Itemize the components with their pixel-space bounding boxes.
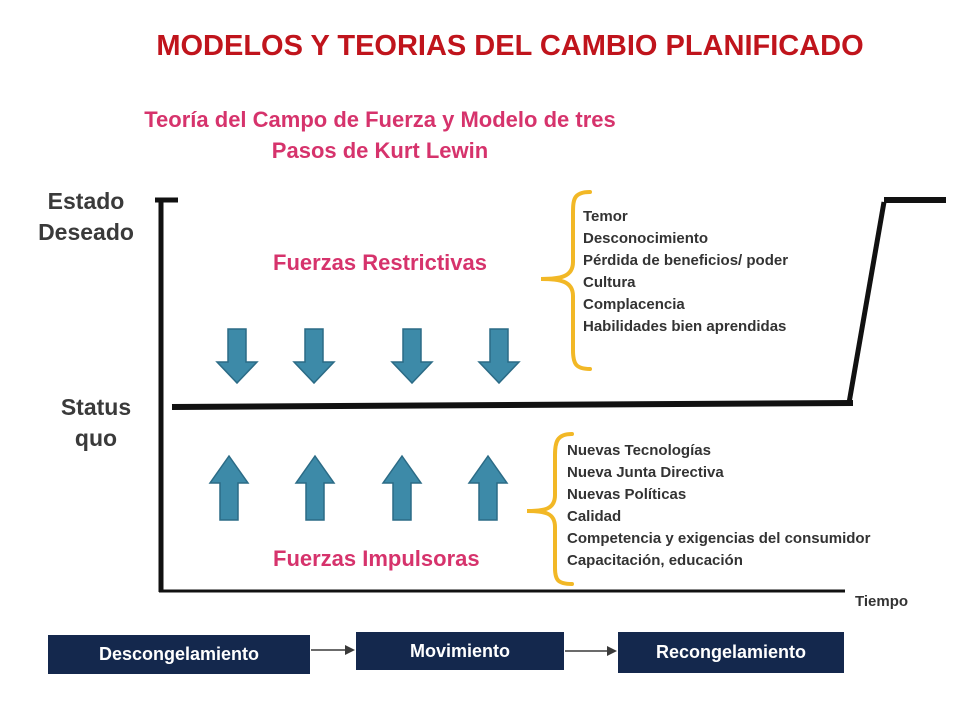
driving-factors-list: Nuevas Tecnologías Nueva Junta Directiva… [567,440,870,572]
list-item: Cultura [583,274,636,291]
subtitle-line-2: Pasos de Kurt Lewin [271,138,489,163]
restraining-arrow-3 [390,328,434,385]
connector-2-arrowhead [607,646,617,656]
restraining-factors-list: Temor Desconocimiento Pérdida de benefic… [583,206,788,338]
restraining-brace [540,190,592,371]
subtitle: Teoría del Campo de Fuerza y Modelo de t… [60,104,700,166]
driving-arrow-1 [208,454,250,521]
connector-1-arrowhead [345,645,355,655]
list-item: Calidad [567,508,622,525]
list-item: Complacencia [583,296,685,313]
page-title: MODELOS Y TEORIAS DEL CAMBIO PLANIFICADO [156,30,864,62]
subtitle-line-1: Teoría del Campo de Fuerza y Modelo de t… [144,107,616,132]
phase-movement: Movimiento [356,632,564,670]
list-item: Habilidades bien aprendidas [583,318,787,335]
status-quo-label-line-1: Status [60,394,132,420]
list-item: Nuevas Tecnologías [567,442,711,459]
list-item: Pérdida de beneficios/ poder [583,252,789,269]
status-quo-line [171,400,854,410]
driving-arrow-3 [381,454,423,521]
transition-line [846,201,887,404]
list-item: Nuevas Políticas [567,486,687,503]
desired-state-label-line-2: Deseado [38,219,134,245]
restraining-arrow-2 [292,328,336,385]
list-item: Temor [583,208,628,225]
list-item: Desconocimiento [583,230,709,247]
restraining-arrow-1 [215,328,259,385]
desired-state-label: Estado Deseado [22,186,150,248]
status-quo-label: Status quo [36,392,156,454]
status-quo-label-line-2: quo [74,425,118,451]
list-item: Competencia y exigencias del consumidor [567,530,871,547]
phase-refreezing: Recongelamiento [618,632,844,673]
restraining-arrow-4 [477,328,521,385]
driving-arrow-2 [294,454,336,521]
driving-brace [526,432,574,586]
list-item: Nueva Junta Directiva [567,464,724,481]
phase-unfreezing: Descongelamiento [48,635,310,674]
restraining-forces-label: Fuerzas Restrictivas [273,250,487,275]
desired-state-label-line-1: Estado [47,188,125,214]
driving-arrow-4 [467,454,509,521]
driving-forces-label: Fuerzas Impulsoras [273,546,480,571]
time-axis-label: Tiempo [855,593,909,610]
list-item: Capacitación, educación [567,552,743,569]
